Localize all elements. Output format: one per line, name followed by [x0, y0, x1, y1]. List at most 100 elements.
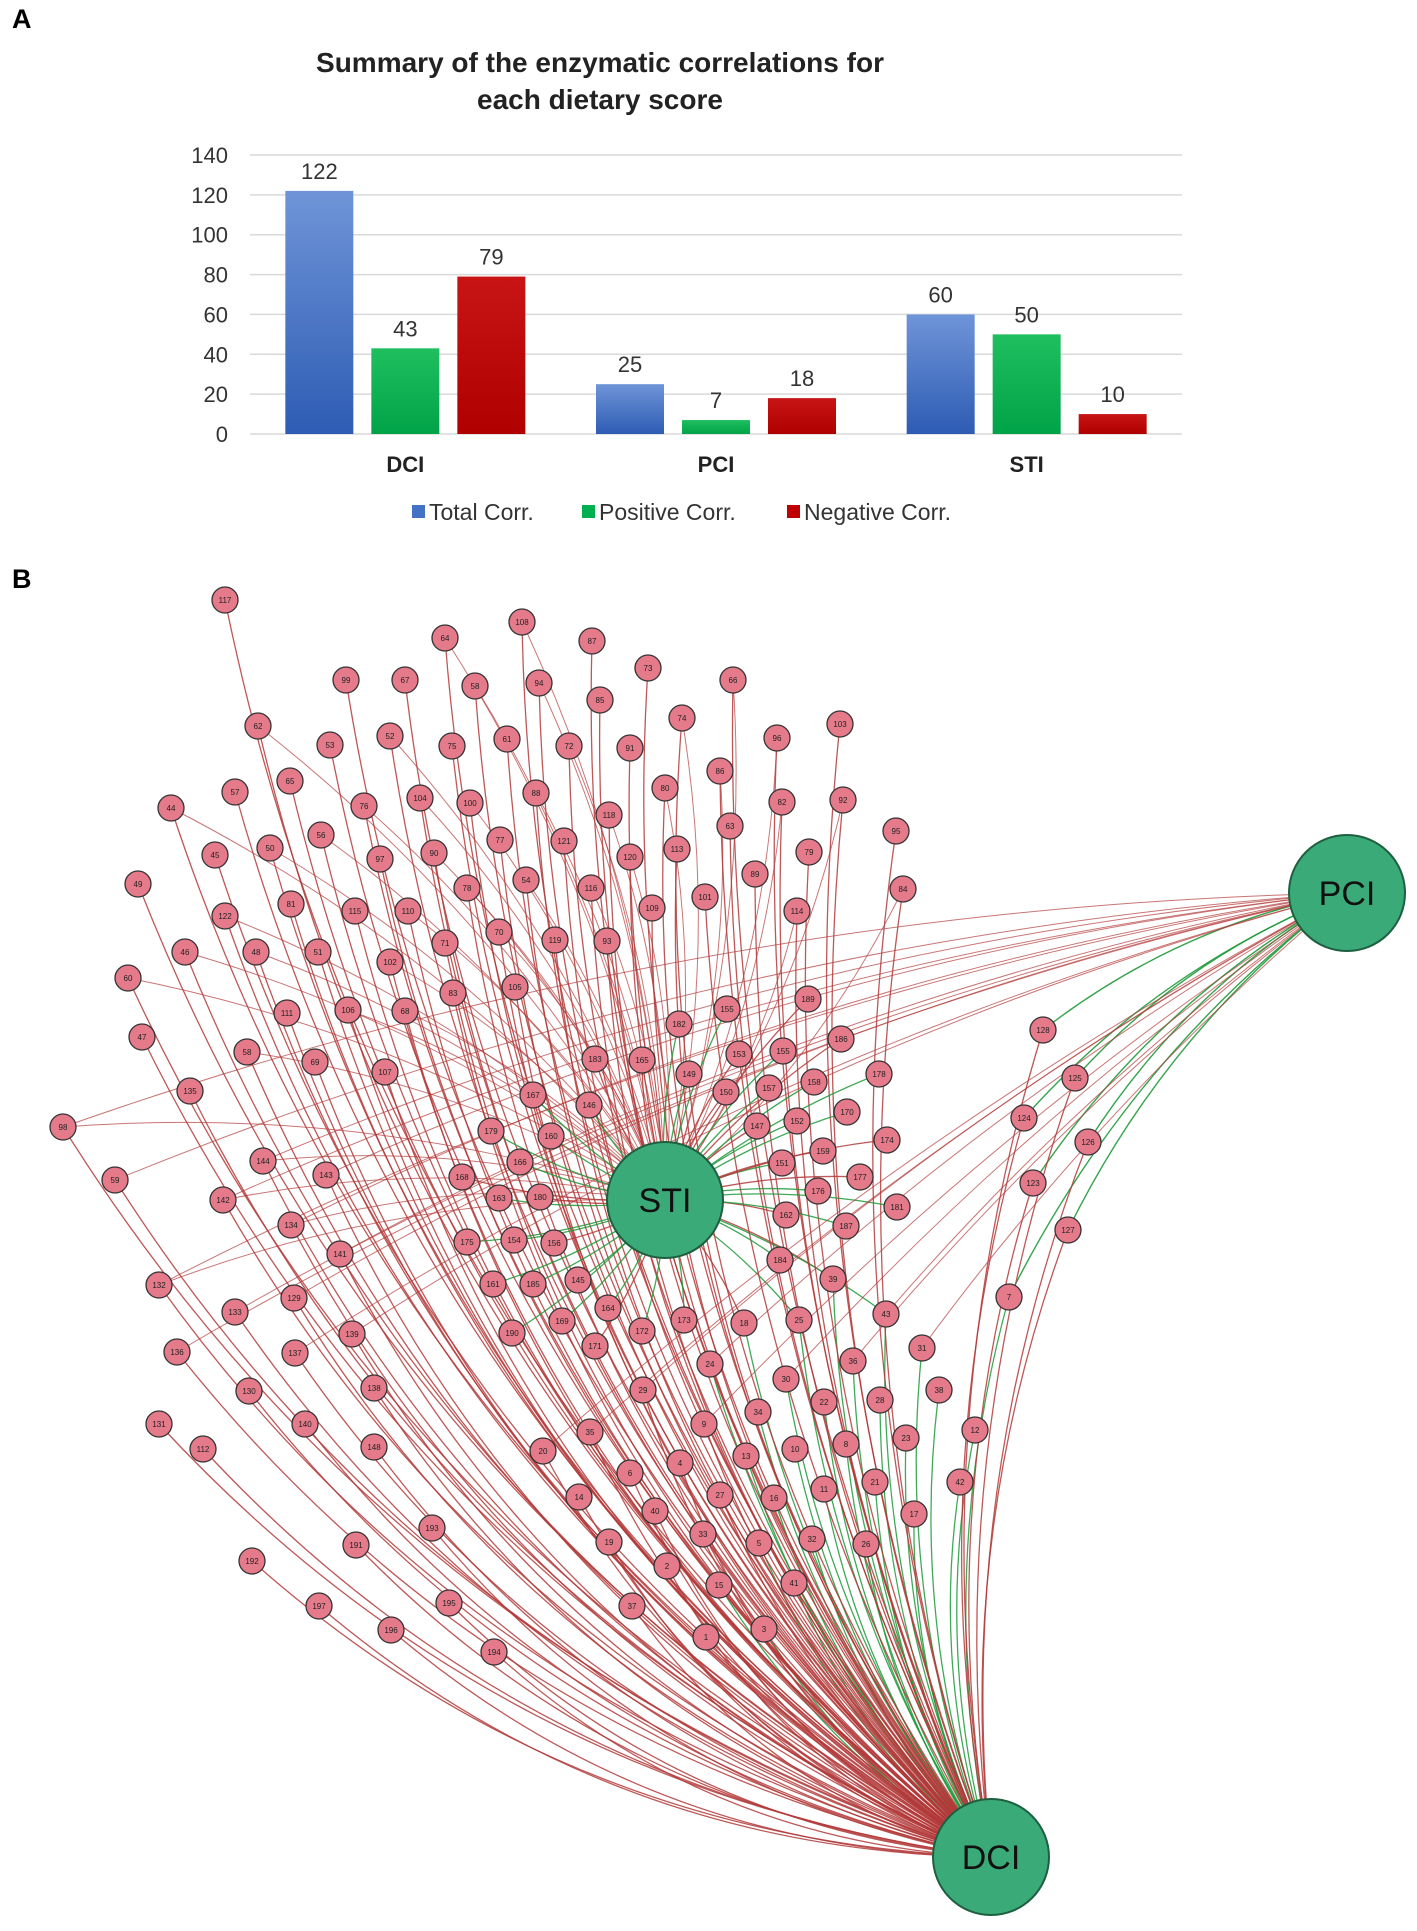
network-node-label: 110: [402, 907, 415, 916]
network-node: [852, 1530, 880, 1558]
network-node: [249, 1147, 277, 1175]
network-node-label: 88: [532, 789, 541, 798]
network-node: [577, 874, 605, 902]
network-node: [332, 666, 360, 694]
network-node: [273, 999, 301, 1027]
network-node-label: 43: [882, 1310, 891, 1319]
network-node: [892, 1424, 920, 1452]
network-edge: [262, 1160, 992, 1858]
network-node-label: 122: [218, 912, 232, 921]
network-edge: [304, 1423, 992, 1858]
network-node-label: 93: [603, 937, 612, 946]
network-edge: [407, 910, 992, 1858]
network-node-label: 3: [762, 1625, 767, 1634]
network-node: [477, 1117, 505, 1145]
network-node: [706, 1481, 734, 1509]
network-node-label: 12: [971, 1426, 980, 1435]
network-node-label: 189: [801, 995, 815, 1004]
network-node: [809, 1137, 837, 1165]
network-edge: [643, 667, 992, 1858]
network-node-label: 143: [319, 1171, 333, 1180]
network-edge: [845, 1443, 992, 1858]
network-edge: [251, 1560, 992, 1858]
network-node: [872, 1300, 900, 1328]
chart-title-line-1: Summary of the enzymatic correlations fo…: [316, 47, 884, 78]
network-node-label: 105: [508, 983, 522, 992]
network-node: [781, 1435, 809, 1463]
network-node: [479, 1270, 507, 1298]
network-node-label: 190: [505, 1329, 519, 1338]
network-node-label: 18: [740, 1319, 749, 1328]
network-node: [326, 1240, 354, 1268]
network-node-label: 70: [495, 928, 504, 937]
bar-dci-total-corr: [285, 190, 354, 434]
network-node: [334, 996, 362, 1024]
network-node-label: 100: [463, 799, 477, 808]
network-edge: [246, 1051, 992, 1858]
legend-swatch: [787, 505, 800, 518]
network-edge: [754, 873, 992, 1858]
network-node-label: 192: [245, 1557, 259, 1566]
network-edge: [554, 939, 992, 1858]
network-node: [1019, 1169, 1047, 1197]
network-node: [522, 779, 550, 807]
network-node-label: 54: [522, 876, 531, 885]
network-node: [360, 1374, 388, 1402]
network-edge: [589, 892, 1348, 1433]
network-edge: [703, 892, 1348, 1425]
bar-dci-positive-corr: [371, 348, 440, 434]
network-node: [281, 1339, 309, 1367]
network-edge: [384, 1071, 992, 1858]
network-node: [743, 1112, 771, 1140]
network-node-label: 136: [170, 1348, 184, 1357]
network-edge: [404, 679, 992, 1858]
network-node-label: 104: [413, 794, 427, 803]
network-node: [616, 734, 644, 762]
network-node: [366, 845, 394, 873]
network-node-label: 1: [704, 1633, 709, 1642]
network-node-label: 156: [547, 1239, 561, 1248]
network-node: [453, 874, 481, 902]
network-node-label: 62: [254, 722, 263, 731]
network-edge: [542, 892, 1348, 1452]
network-node: [668, 704, 696, 732]
network-edge: [629, 856, 992, 1858]
network-edge: [355, 1544, 992, 1858]
network-node: [713, 995, 741, 1023]
network-node-label: 179: [484, 1127, 498, 1136]
network-node-label: 90: [430, 849, 439, 858]
network-node: [124, 870, 152, 898]
network-node-label: 119: [549, 936, 562, 945]
network-node: [763, 724, 791, 752]
network-node: [616, 843, 644, 871]
network-node-label: 68: [401, 1007, 410, 1016]
network-node-label: 141: [333, 1250, 347, 1259]
network-node: [376, 722, 404, 750]
network-node-label: 96: [773, 734, 782, 743]
network-edge: [431, 1527, 992, 1858]
network-node: [485, 918, 513, 946]
network-node-label: 117: [219, 596, 232, 605]
network-node: [391, 666, 419, 694]
network-node-label: 107: [378, 1068, 392, 1077]
network-node-label: 40: [651, 1507, 660, 1516]
network-node: [712, 1078, 740, 1106]
network-node: [163, 1338, 191, 1366]
network-node-label: 99: [342, 676, 351, 685]
data-label: 43: [393, 316, 417, 341]
network-edge: [731, 679, 992, 1858]
network-node: [595, 1528, 623, 1556]
network-node-label: 9: [702, 1420, 707, 1429]
network-edge: [290, 1224, 992, 1858]
network-edge: [390, 1629, 992, 1858]
network-edge: [289, 780, 992, 1858]
network-node: [653, 1552, 681, 1580]
network-node: [794, 985, 822, 1013]
network-node-label: 24: [706, 1360, 715, 1369]
network-node: [826, 710, 854, 738]
network-node-label: 31: [918, 1344, 927, 1353]
network-node: [638, 894, 666, 922]
network-node-label: 87: [588, 637, 597, 646]
network-node-label: 157: [762, 1084, 776, 1093]
network-node-label: 2: [665, 1562, 670, 1571]
